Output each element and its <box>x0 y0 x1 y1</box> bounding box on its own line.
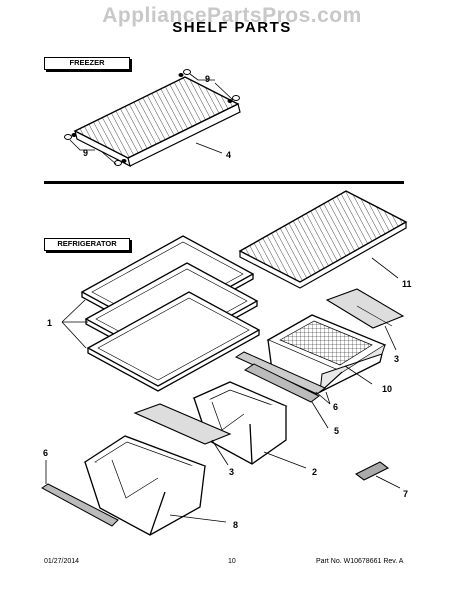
refrigerator-section-label: REFRIGERATOR <box>44 238 130 251</box>
refrigerator-wire-shelf <box>238 190 408 289</box>
page-title: SHELF PARTS <box>172 19 292 36</box>
trim-clip <box>354 461 401 489</box>
glass-shelf-leaders <box>61 299 88 349</box>
shelf-support-buttons-bottom <box>64 133 127 166</box>
callout-10: 10 <box>382 384 392 394</box>
watermark: AppliancePartsPros.com <box>102 4 362 27</box>
callout-5: 5 <box>334 426 339 436</box>
crisper-bin-right <box>266 314 387 394</box>
freezer-section-label: FREEZER <box>44 57 130 70</box>
crisper-bin-left <box>83 435 227 536</box>
callout-11: 11 <box>402 279 412 289</box>
drawer-frame-middle <box>234 351 331 429</box>
refrigerator-leader-lines <box>325 391 331 405</box>
callout-3-left: 3 <box>229 467 234 477</box>
callout-9-bottom: 9 <box>83 148 88 158</box>
footer-part-number: Part No. W10678661 Rev. A <box>316 558 404 565</box>
glass-shelf-bottom <box>86 291 261 392</box>
callout-6-left: 6 <box>43 448 48 458</box>
footer-page-number: 10 <box>228 558 236 565</box>
footer-date: 01/27/2014 <box>44 558 80 565</box>
crisper-cover-right <box>325 288 405 351</box>
callout-8: 8 <box>233 520 238 530</box>
callout-4: 4 <box>226 150 231 160</box>
drawer-frame-left <box>41 460 119 527</box>
callout-1: 1 <box>47 318 52 328</box>
freezer-wire-shelf <box>73 76 241 168</box>
callout-6-right: 6 <box>333 402 338 412</box>
shelf-support-buttons-top <box>178 69 240 103</box>
callout-2: 2 <box>312 467 317 477</box>
callout-7: 7 <box>403 489 408 499</box>
freezer-leader-lines <box>69 73 234 165</box>
callout-9-top: 9 <box>205 74 210 84</box>
section-divider <box>44 181 404 184</box>
crisper-cover-left <box>133 403 232 466</box>
callout-3-right: 3 <box>394 354 399 364</box>
crisper-bin-middle <box>192 381 307 469</box>
